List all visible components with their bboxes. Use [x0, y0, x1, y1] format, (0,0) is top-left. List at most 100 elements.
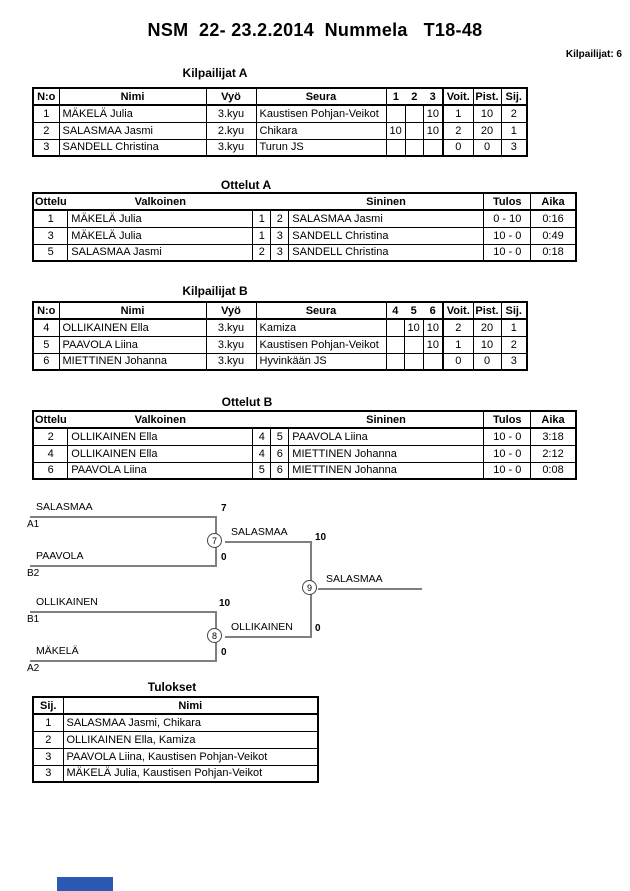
col-club: Seura [255, 87, 387, 106]
match-number-columns-header [252, 192, 289, 211]
bracket-winner-name: OLLIKAINEN [231, 621, 293, 633]
bracket-seed-label: B1 [27, 614, 40, 625]
pool-a-heading: Kilpailijat A [182, 66, 248, 80]
bracket-score: 0 [221, 647, 227, 658]
col-wins: Voit. [442, 301, 474, 320]
cell-blue-name: SALASMAA Jasmi [288, 209, 485, 228]
cell-points: 20 [472, 318, 502, 337]
cell-belt: 3.kyu [205, 104, 257, 123]
matches-a-heading: Ottelut A [220, 178, 272, 192]
cell-blue-no: 6 [270, 461, 290, 480]
pool-b-heading: Kilpailijat B [182, 284, 248, 298]
cell-points: 0 [472, 138, 502, 157]
col-match: Ottelu [32, 192, 68, 211]
cell-club: Kaustisen Pohjan-Veikot [255, 104, 387, 123]
cell-round-score [403, 335, 424, 354]
table-row: 2 OLLIKAINEN Ella 4 5 PAAVOLA Liina 10 -… [32, 427, 577, 446]
table-row: 5 PAAVOLA Liina 3.kyu Kaustisen Pohjan-V… [32, 335, 528, 354]
col-rank: Sij. [32, 696, 64, 715]
competitor-count: Kilpailijat: 6 [565, 49, 622, 60]
page-title: NSM 22- 23.2.2014 Nummela T18-48 [147, 20, 483, 40]
bottom-edge-fragment [57, 877, 113, 891]
table-row: 4 OLLIKAINEN Ella 4 6 MIETTINEN Johanna … [32, 444, 577, 463]
match-number-circle: 8 [207, 628, 222, 643]
bracket-score: 0 [315, 623, 321, 634]
cell-round-score [404, 121, 424, 140]
cell-time: 3:18 [530, 427, 577, 446]
cell-match-no: 5 [32, 243, 69, 262]
cell-white-name: MÄKELÄ Julia [67, 209, 254, 228]
cell-belt: 3.kyu [205, 352, 257, 371]
cell-result: 10 - 0 [483, 461, 532, 480]
bracket-seed-label: A2 [27, 663, 40, 674]
cell-round-score [422, 138, 444, 157]
cell-white-no: 1 [252, 209, 272, 228]
cell-blue-no: 3 [270, 226, 290, 245]
cell-blue-name: MIETTINEN Johanna [288, 461, 485, 480]
col-club: Seura [255, 301, 387, 320]
cell-blue-no: 6 [270, 444, 290, 463]
cell-belt: 3.kyu [205, 335, 257, 354]
cell-wins: 2 [442, 121, 474, 140]
col-belt: Vyö [205, 87, 257, 106]
col-white: Valkoinen [67, 192, 253, 211]
table-row: 6 PAAVOLA Liina 5 6 MIETTINEN Johanna 10… [32, 461, 577, 480]
cell-round-score [385, 318, 405, 337]
cell-points: 20 [472, 121, 502, 140]
cell-result: 10 - 0 [483, 226, 532, 245]
col-name: Nimi [62, 696, 319, 715]
cell-round-score [422, 352, 444, 371]
cell-name: SALASMAA Jasmi, Chikara [62, 713, 319, 732]
col-round-6: 6 [423, 301, 444, 320]
bracket-entrant-name: OLLIKAINEN [36, 596, 98, 608]
table-row: 1 MÄKELÄ Julia 3.kyu Kaustisen Pohjan-Ve… [32, 104, 528, 123]
col-round-3: 3 [423, 87, 444, 106]
elimination-bracket: SALASMAA A1 7 PAAVOLA B2 0 7 SALASMAA 10… [0, 495, 630, 687]
matches-b-table: Ottelu Valkoinen Sininen Tulos Aika 2 OL… [32, 410, 577, 480]
col-belt: Vyö [205, 301, 257, 320]
cell-blue-name: MIETTINEN Johanna [288, 444, 485, 463]
cell-white-name: SALASMAA Jasmi [67, 243, 254, 262]
bracket-score: 10 [219, 598, 231, 609]
col-no: N:o [32, 87, 60, 106]
cell-match-no: 3 [32, 226, 69, 245]
bracket-champion-name: SALASMAA [326, 573, 383, 585]
bracket-seed-label: B2 [27, 568, 40, 579]
cell-name: SALASMAA Jasmi [58, 121, 207, 140]
bracket-seed-label: A1 [27, 519, 40, 530]
table-row: 3 PAAVOLA Liina, Kaustisen Pohjan-Veikot [32, 747, 319, 766]
cell-match-no: 2 [32, 427, 69, 446]
col-no: N:o [32, 301, 60, 320]
pool-b-header-row: N:o Nimi Vyö Seura 4 5 6 Voit. Pist. Sij… [32, 301, 528, 320]
results-heading: Tulokset [147, 680, 197, 694]
cell-points: 10 [472, 335, 502, 354]
match-number-columns-header [252, 410, 289, 429]
cell-name: PAAVOLA Liina [58, 335, 207, 354]
col-white: Valkoinen [67, 410, 253, 429]
col-rank: Sij. [500, 87, 528, 106]
cell-blue-name: SANDELL Christina [288, 243, 485, 262]
cell-blue-no: 5 [270, 427, 290, 446]
cell-round-score [385, 352, 405, 371]
cell-club: Hyvinkään JS [255, 352, 387, 371]
cell-rank: 3 [32, 764, 64, 783]
table-row: 4 OLLIKAINEN Ella 3.kyu Kamiza 10 10 2 2… [32, 318, 528, 337]
col-time: Aika [530, 410, 577, 429]
cell-white-name: OLLIKAINEN Ella [67, 427, 254, 446]
cell-round-score: 10 [422, 121, 444, 140]
cell-belt: 3.kyu [205, 318, 257, 337]
cell-round-score [404, 104, 424, 123]
cell-blue-name: PAAVOLA Liina [288, 427, 485, 446]
col-result: Tulos [483, 410, 532, 429]
bracket-score: 7 [221, 503, 227, 514]
cell-rank: 1 [32, 713, 64, 732]
cell-points: 0 [472, 352, 502, 371]
cell-no: 5 [32, 335, 60, 354]
cell-round-score: 10 [385, 121, 406, 140]
cell-result: 0 - 10 [483, 209, 532, 228]
cell-blue-no: 2 [270, 209, 290, 228]
cell-time: 2:12 [530, 444, 577, 463]
cell-white-no: 4 [252, 444, 272, 463]
cell-time: 0:49 [530, 226, 577, 245]
cell-name: OLLIKAINEN Ella [58, 318, 207, 337]
